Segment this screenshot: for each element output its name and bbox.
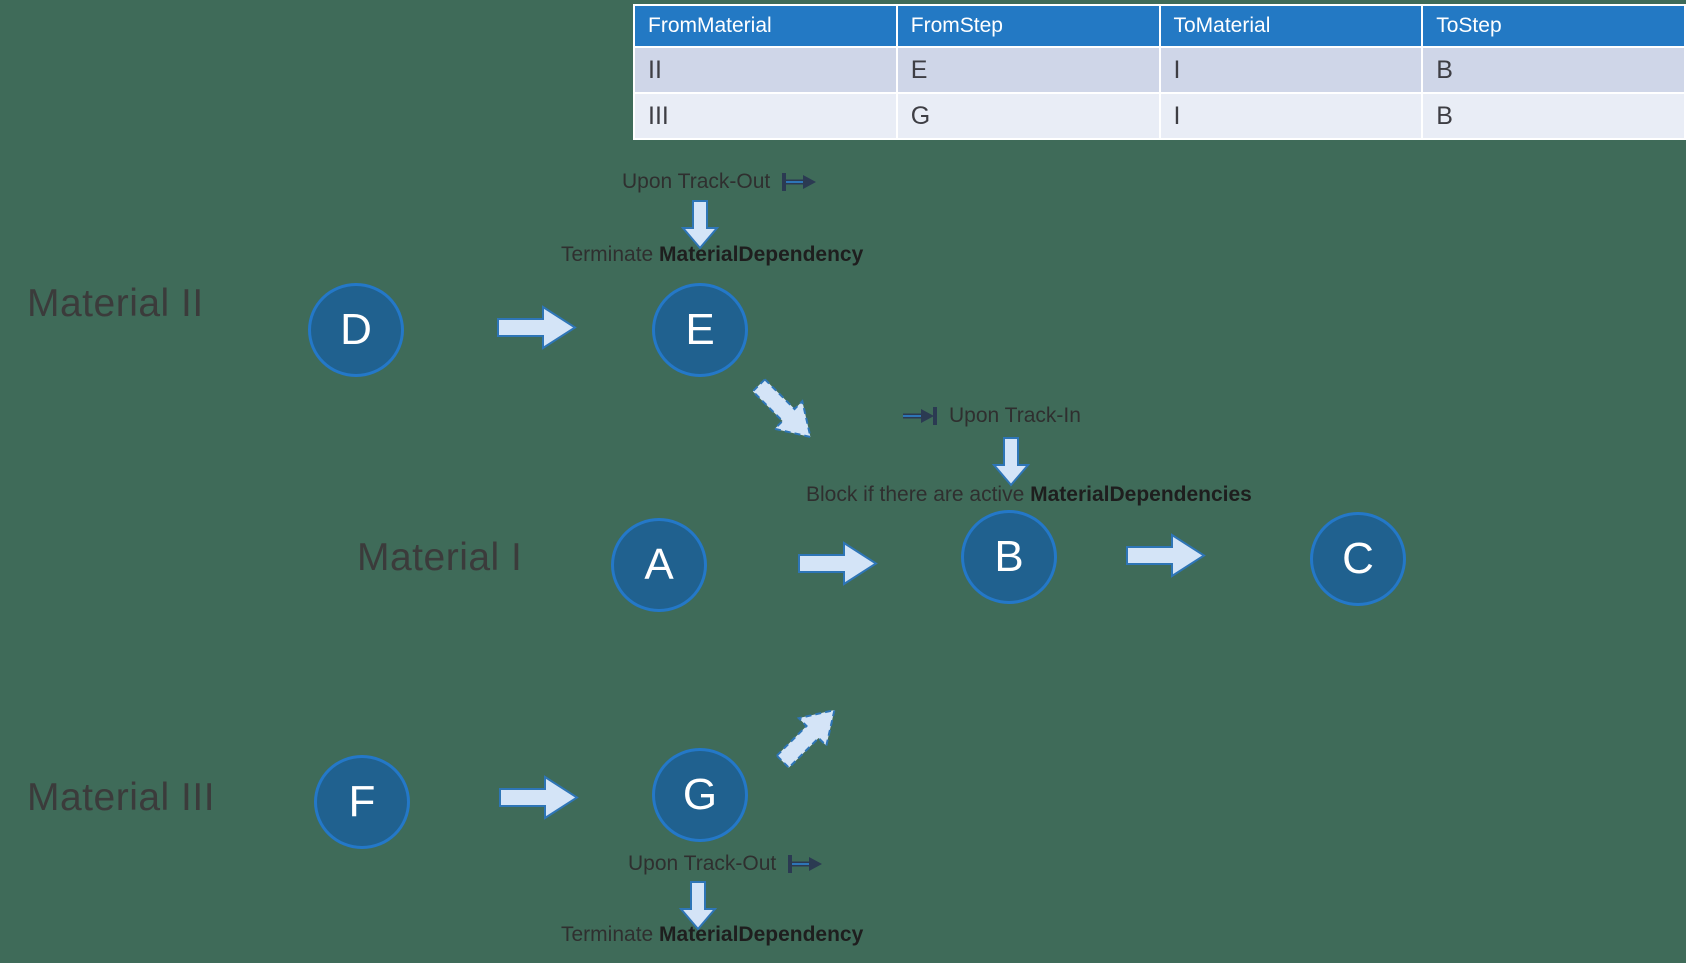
annotation-upon-track-out-top: Upon Track-Out <box>622 170 817 194</box>
track-out-icon <box>788 855 823 873</box>
annotation-upon-track-out-bottom: Upon Track-Out <box>628 852 823 876</box>
lane-label-material-i: Material I <box>357 536 523 579</box>
annotation-terminate-top: Terminate MaterialDependency <box>561 243 863 267</box>
table-row: III G I B <box>635 94 1684 138</box>
table-row: II E I B <box>635 48 1684 92</box>
cell-to-material: I <box>1160 94 1422 138</box>
annotation-text: Upon Track-Out <box>622 170 771 193</box>
step-node-a: A <box>611 518 707 612</box>
annotation-terminate-bottom: Terminate MaterialDependency <box>561 923 863 947</box>
annotation-block-if-active: Block if there are active MaterialDepend… <box>806 483 1252 507</box>
flow-arrow-b-to-c <box>1126 533 1206 578</box>
col-header-from-material: FromMaterial <box>635 6 896 46</box>
annotation-arrow-track-out-bottom <box>679 881 717 931</box>
annotation-text: Terminate <box>561 923 660 946</box>
dependency-arrow-e-to-b <box>751 377 812 439</box>
annotation-bold-text: MaterialDependency <box>659 923 864 946</box>
table-header-row: FromMaterial FromStep ToMaterial ToStep <box>635 6 1684 46</box>
track-out-icon <box>782 173 817 191</box>
annotation-arrow-track-in <box>992 437 1030 487</box>
annotation-bold-text: MaterialDependency <box>659 243 864 266</box>
step-node-d: D <box>308 283 404 377</box>
material-dependency-table: FromMaterial FromStep ToMaterial ToStep … <box>633 4 1686 140</box>
col-header-to-step: ToStep <box>1423 6 1684 46</box>
flow-arrow-f-to-g <box>499 775 579 820</box>
step-node-b: B <box>961 510 1057 604</box>
cell-to-material: I <box>1160 48 1422 92</box>
lane-label-material-iii: Material III <box>27 776 216 819</box>
cell-to-step: B <box>1423 94 1684 138</box>
cell-from-step: E <box>897 48 1159 92</box>
annotation-bold-text: MaterialDependencies <box>1030 483 1252 506</box>
step-node-g: G <box>652 748 748 842</box>
annotation-text: Block if there are active <box>806 483 1031 506</box>
annotation-text: Upon Track-Out <box>628 852 777 875</box>
flow-arrow-d-to-e <box>497 305 577 350</box>
annotation-text: Upon Track-In <box>949 404 1081 427</box>
annotation-text: Terminate <box>561 243 660 266</box>
cell-from-step: G <box>897 94 1159 138</box>
step-node-e: E <box>652 283 748 377</box>
cell-to-step: B <box>1423 48 1684 92</box>
flow-arrow-a-to-b <box>798 541 878 586</box>
dependency-arrow-g-to-b <box>775 708 836 770</box>
cell-from-material: II <box>635 48 896 92</box>
annotation-arrow-track-out-top <box>681 200 719 250</box>
lane-label-material-ii: Material II <box>27 282 204 325</box>
step-node-c: C <box>1310 512 1406 606</box>
annotation-upon-track-in: Upon Track-In <box>902 404 1081 428</box>
col-header-from-step: FromStep <box>897 6 1159 46</box>
track-in-icon <box>903 407 937 425</box>
cell-from-material: III <box>635 94 896 138</box>
step-node-f: F <box>314 755 410 849</box>
col-header-to-material: ToMaterial <box>1160 6 1422 46</box>
